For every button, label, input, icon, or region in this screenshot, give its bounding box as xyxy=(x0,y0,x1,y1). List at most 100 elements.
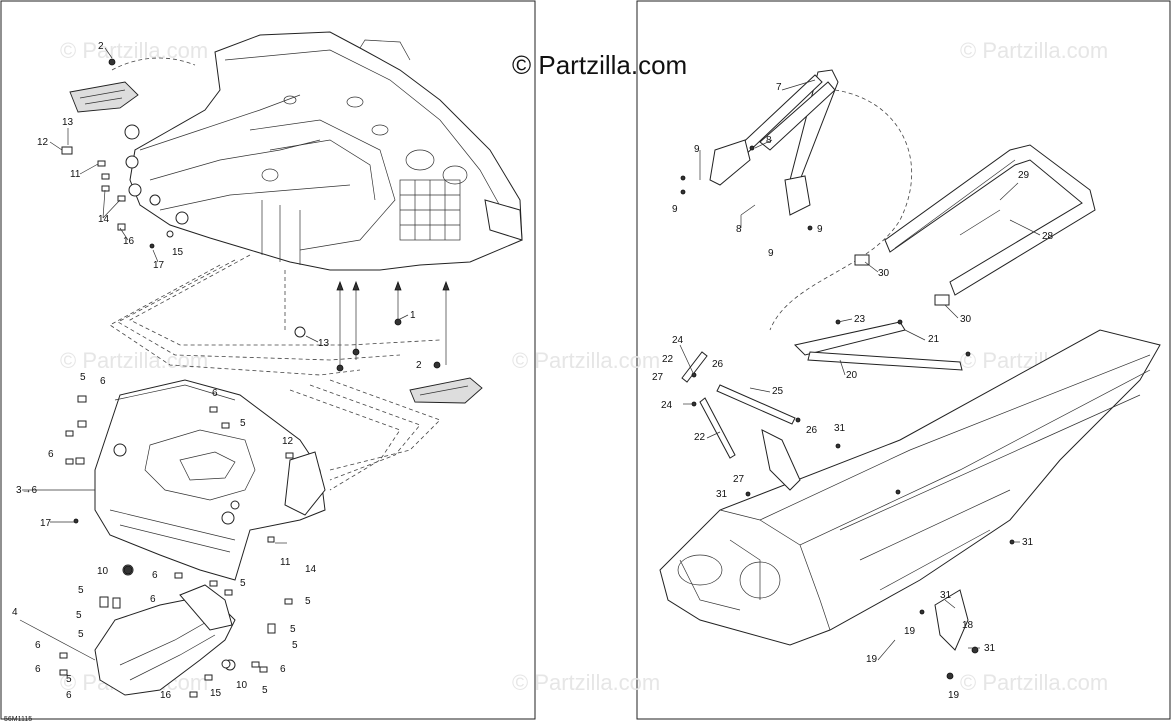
lower-plate-illustration xyxy=(94,379,326,581)
callout: 29 xyxy=(1018,170,1030,181)
callout: 6 xyxy=(280,664,286,675)
diagram-code: 56M1115 xyxy=(4,716,32,723)
left-panel-border xyxy=(0,0,536,720)
tripod-arm-part-7 xyxy=(709,69,913,331)
callout: 7 xyxy=(776,82,782,93)
callout: 10 xyxy=(97,566,109,577)
right-panel-border xyxy=(636,0,1171,720)
callout: 6 xyxy=(35,640,41,651)
callout: 8 xyxy=(736,224,742,235)
svg-text:© Partzilla.com: © Partzilla.com xyxy=(60,348,208,373)
callout: 2 xyxy=(416,360,422,371)
callout: 5 xyxy=(240,418,246,429)
bracket-part-2-top xyxy=(69,57,196,113)
svg-text:© Partzilla.com: © Partzilla.com xyxy=(960,38,1108,63)
callout: 31 xyxy=(1022,537,1034,548)
callout: 6 xyxy=(150,594,156,605)
callout: 31 xyxy=(834,423,846,434)
callout: 17 xyxy=(40,518,52,529)
callout: 28 xyxy=(1042,231,1054,242)
callout: 9 xyxy=(672,204,678,215)
callout: 6 xyxy=(48,449,54,460)
right-callouts: 7 9 8 9 8 9 9 29 28 30 30 23 21 24 22 27… xyxy=(652,82,1054,701)
callout: 21 xyxy=(928,334,940,345)
callout: 31 xyxy=(984,643,996,654)
callout: 6 xyxy=(212,388,218,399)
callout: 5 xyxy=(80,372,86,383)
left-callouts: 2 13 12 11 14 16 17 15 1 13 2 5 6 6 5 12… xyxy=(12,41,422,701)
right-fasteners xyxy=(680,145,1015,680)
callout: 15 xyxy=(172,247,184,258)
callout: 16 xyxy=(123,236,135,247)
svg-text:© Partzilla.com: © Partzilla.com xyxy=(960,670,1108,695)
callout: 17 xyxy=(153,260,165,271)
bracket-part-2-lower xyxy=(409,361,483,404)
svg-text:© Partzilla.com: © Partzilla.com xyxy=(512,348,660,373)
callout: 10 xyxy=(236,680,248,691)
partzilla-watermark: © Partzilla.com xyxy=(512,50,687,80)
bumper-part-28-29 xyxy=(854,144,1096,306)
callout: 19 xyxy=(904,626,916,637)
lower-fasteners xyxy=(59,395,294,698)
callout: 19 xyxy=(948,690,960,701)
callout: 5 xyxy=(78,585,84,596)
callout: 22 xyxy=(662,354,674,365)
callout: 9 xyxy=(694,144,700,155)
routing-lines xyxy=(109,254,441,491)
callout: 6 xyxy=(100,376,106,387)
callout: 30 xyxy=(878,268,890,279)
callout: 22 xyxy=(694,432,706,443)
callout: 5 xyxy=(240,578,246,589)
tunnel-illustration xyxy=(659,329,1161,646)
callout: 30 xyxy=(960,314,972,325)
callout: 11 xyxy=(280,557,291,568)
callout: 24 xyxy=(661,400,673,411)
upper-frame-illustration xyxy=(124,31,523,271)
callout: 2 xyxy=(98,41,104,52)
callout: 26 xyxy=(712,359,724,370)
callout: 5 xyxy=(262,685,268,696)
rods-parts-20-22-25 xyxy=(681,321,969,651)
callout: 16 xyxy=(160,690,172,701)
callout: 5 xyxy=(66,674,72,685)
upper-fasteners xyxy=(61,146,174,249)
callout: 19 xyxy=(866,654,878,665)
callout: 5 xyxy=(78,629,84,640)
callout: 31 xyxy=(940,590,952,601)
callout: 14 xyxy=(305,564,317,575)
callout: 8 xyxy=(766,135,772,146)
callout: 5 xyxy=(76,610,82,621)
callout: 23 xyxy=(854,314,866,325)
svg-text:© Partzilla.com: © Partzilla.com xyxy=(60,38,208,63)
callout: 24 xyxy=(672,335,684,346)
callout: 27 xyxy=(733,474,745,485)
callout: 4 xyxy=(12,607,18,618)
callout: 1 xyxy=(410,310,416,321)
callout: 5 xyxy=(290,624,296,635)
callout: 11 xyxy=(70,169,81,180)
callout: 14 xyxy=(98,214,110,225)
callout: 6 xyxy=(66,690,72,701)
direction-arrows xyxy=(294,280,450,372)
callout: 26 xyxy=(806,425,818,436)
callout: 12 xyxy=(282,436,294,447)
callout: 5 xyxy=(305,596,311,607)
callout: 9 xyxy=(817,224,823,235)
callout: 5 xyxy=(292,640,298,651)
callout: 9 xyxy=(768,248,774,259)
callout: 13 xyxy=(62,117,74,128)
callout: 20 xyxy=(846,370,858,381)
callout: 31 xyxy=(716,489,728,500)
svg-text:© Partzilla.com: © Partzilla.com xyxy=(512,670,660,695)
callout: 12 xyxy=(37,137,49,148)
callout: 18 xyxy=(962,620,974,631)
callout: 6 xyxy=(152,570,158,581)
callout: 25 xyxy=(772,386,784,397)
leader-lines xyxy=(19,47,1041,661)
callout: 13 xyxy=(318,338,330,349)
callout: 3→6 xyxy=(16,485,38,496)
callout: 6 xyxy=(35,664,41,675)
callout: 27 xyxy=(652,372,664,383)
callout: 15 xyxy=(210,688,222,699)
